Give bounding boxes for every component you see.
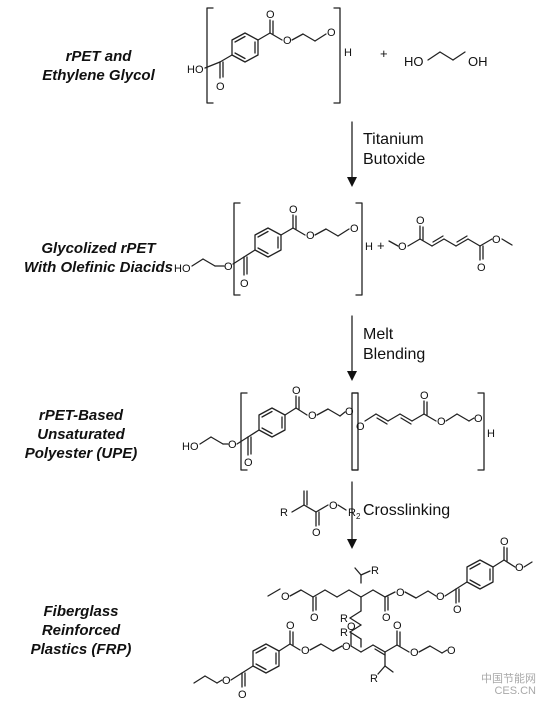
- atom-label: H: [344, 47, 352, 59]
- stage-label-glycolized-rpet: Glycolized rPET With Olefinic Diacids: [6, 239, 191, 277]
- watermark-line: 中国节能网: [481, 673, 536, 685]
- atom-label: O: [515, 562, 524, 574]
- atom-label: R: [340, 627, 348, 639]
- watermark: 中国节能网 CES.CN: [481, 673, 536, 697]
- atom-label: HO: [182, 441, 199, 453]
- atom-label: O: [347, 621, 356, 633]
- atom-label: R: [370, 673, 378, 685]
- atom-label: O: [222, 675, 231, 687]
- atom-label: O: [447, 645, 456, 657]
- atom-label: O: [238, 689, 247, 701]
- stage-label-line: Glycolized rPET: [41, 240, 156, 257]
- stage-label-line: Unsaturated: [37, 426, 125, 443]
- atom-label: O: [327, 27, 336, 39]
- atom-label: O: [310, 612, 319, 624]
- atom-label: HO: [174, 263, 191, 275]
- upe-structure: [199, 392, 485, 471]
- atom-label: O: [308, 410, 317, 422]
- atom-label: R: [371, 565, 379, 577]
- atom-label: O: [436, 591, 445, 603]
- atom-label: O: [292, 385, 301, 397]
- atom-label: HO: [404, 54, 424, 69]
- atom-label: R: [340, 613, 348, 625]
- ethylene-glycol-structure: [427, 51, 466, 61]
- atom-label: O: [301, 645, 310, 657]
- atom-label: O: [398, 241, 407, 253]
- atom-label: O: [286, 620, 295, 632]
- atom-label: O: [492, 234, 501, 246]
- stage-label-line: Ethylene Glycol: [42, 67, 155, 84]
- step-label-melt-blending: Melt Blending: [363, 325, 425, 365]
- atom-label: O: [350, 223, 359, 235]
- glycolized-rpet-structure: [191, 202, 363, 296]
- atom-label: O: [281, 591, 290, 603]
- atom-label: O: [312, 527, 321, 539]
- stage-label-line: rPET-Based: [38, 407, 124, 424]
- stage-label-line: rPET and: [65, 48, 132, 65]
- step-label-line: Melt: [363, 326, 394, 343]
- atom-label: O: [228, 439, 237, 451]
- stage-label-upe: rPET-Based Unsaturated Polyester (UPE): [6, 406, 156, 463]
- atom-label: H: [487, 428, 495, 440]
- atom-label: O: [453, 604, 462, 616]
- stage-label-frp: Fiberglass Reinforced Plastics (FRP): [6, 602, 156, 659]
- stage-label-line: Polyester (UPE): [24, 445, 138, 462]
- atom-label: O: [382, 612, 391, 624]
- atom-label: O: [342, 641, 351, 653]
- atom-label: H: [365, 241, 373, 253]
- atom-label: R: [280, 507, 288, 519]
- atom-label: O: [416, 215, 425, 227]
- step-label-line: Blending: [363, 346, 426, 363]
- stage-label-line: Plastics (FRP): [30, 641, 132, 658]
- stage-label-line: Reinforced: [41, 622, 121, 639]
- step-label-line: Butoxide: [363, 151, 426, 168]
- atom-label: O: [244, 457, 253, 469]
- step-label-line: Titanium: [363, 131, 424, 148]
- atom-label: O: [289, 204, 298, 216]
- atom-label: O: [437, 416, 446, 428]
- rpet-structure: [204, 7, 341, 104]
- atom-label: O: [474, 413, 483, 425]
- atom-label: O: [500, 536, 509, 548]
- stage-label-line: Fiberglass: [43, 603, 119, 620]
- atom-label: O: [224, 261, 233, 273]
- atom-label: O: [266, 9, 275, 21]
- atom-label: O: [477, 262, 486, 274]
- plus-sign: +: [380, 46, 388, 61]
- atom-label: O: [356, 421, 365, 433]
- watermark-line: CES.CN: [494, 685, 536, 697]
- step-label-titanium-butoxide: Titanium Butoxide: [363, 130, 425, 170]
- atom-label: O: [240, 278, 249, 290]
- atom-label: O: [393, 620, 402, 632]
- atom-label: O: [410, 647, 419, 659]
- stage-label-rpet-eg: rPET and Ethylene Glycol: [6, 47, 191, 85]
- atom-label: O: [345, 406, 354, 418]
- atom-label: O: [216, 81, 225, 93]
- atom-label: O: [329, 500, 338, 512]
- step-label-crosslinking: Crosslinking: [363, 501, 450, 521]
- atom-label: HO: [187, 64, 204, 76]
- stage-label-line: With Olefinic Diacids: [23, 259, 174, 276]
- step-label-line: Crosslinking: [363, 502, 451, 519]
- atom-label: OH: [468, 54, 488, 69]
- frp-network-structure: [193, 546, 533, 688]
- atom-label: O: [283, 35, 292, 47]
- atom-label: O: [306, 230, 315, 242]
- atom-label-subscript: 2: [356, 512, 361, 521]
- olefinic-diacid-structure: [388, 225, 513, 261]
- plus-sign: +: [377, 238, 385, 253]
- atom-label: R: [348, 507, 356, 519]
- atom-label: O: [420, 390, 429, 402]
- atom-label: O: [396, 587, 405, 599]
- acrylate-structure: [291, 490, 347, 527]
